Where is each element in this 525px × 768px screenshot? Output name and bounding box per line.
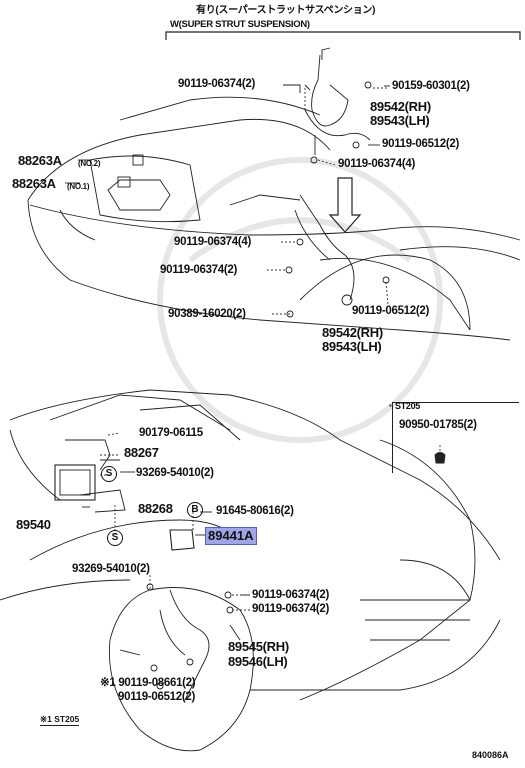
label-89542-rh-mid: 89542(RH) [322,325,383,340]
header-jp-title: 有り(スーパーストラットサスペンション) [196,5,376,16]
label-89545-rh: 89545(RH) [228,639,289,654]
label-89540: 89540 [16,517,51,532]
label-90950-01785: 90950-01785(2) [399,419,477,431]
label-90119-06374-2-top: 90119-06374(2) [178,78,256,90]
label-88263a-no2: 88263A [18,153,62,168]
label-88263a-no1: 88263A [12,176,56,191]
s-symbol-2: S [107,530,123,546]
st205-title: ST205 [395,401,421,411]
label-88267: 88267 [124,445,159,460]
b-symbol: B [187,502,203,518]
label-88268: 88268 [138,501,173,516]
label-90119-08661: ※1 90119-08661(2) [100,677,196,689]
st205-box: ST205 90950-01785(2) [392,401,519,473]
label-93269-54010-lower: 93269-54010(2) [72,563,150,575]
label-90119-06512-top: 90119-06512(2) [382,138,460,150]
label-90119-06374-4-top: 90119-06374(4) [338,158,416,170]
label-93269-54010-upper: 93269-54010(2) [136,467,214,479]
label-no1: (NO.1) [67,182,90,191]
label-89546-lh: 89546(LH) [228,654,288,669]
label-91645-80616: 91645-80616(2) [216,505,294,517]
label-90389-16020: 90389-16020(2) [168,308,246,320]
label-90119-06374-2-mid: 90119-06374(2) [160,264,238,276]
label-89543-lh-top: 89543(LH) [370,113,430,128]
diagram-code: 840086A [472,750,509,760]
label-90119-06512-mid: 90119-06512(2) [352,305,430,317]
s-symbol-1: S [101,466,117,482]
highlighted-part-89441a[interactable]: 89441A [205,527,257,545]
label-90179-06115: 90179-06115 [139,427,203,439]
label-90159-60301: 90159-60301(2) [392,80,470,92]
header-en-title: W(SUPER STRUT SUSPENSION) [170,19,310,30]
label-90119-06374-2-b: 90119-06374(2) [252,603,330,615]
label-90119-06374-2-a: 90119-06374(2) [252,589,330,601]
footnote: ※1 ST205 [40,714,80,726]
label-90119-06512-lower: 90119-06512(2) [118,691,196,703]
label-90119-06374-4-mid: 90119-06374(4) [174,236,252,248]
label-89543-lh-mid: 89543(LH) [322,339,382,354]
label-89542-rh-top: 89542(RH) [370,99,431,114]
label-no2: (NO.2) [78,159,101,168]
